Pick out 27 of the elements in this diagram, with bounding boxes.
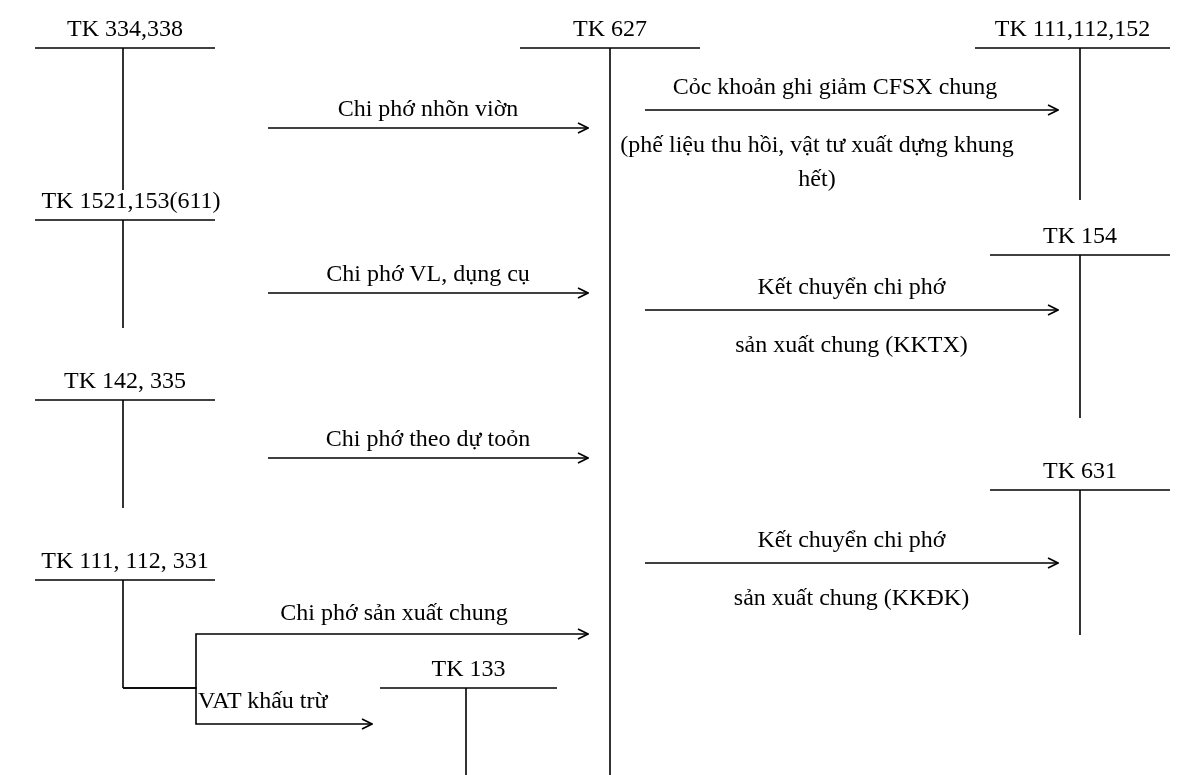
arrow	[267, 122, 589, 134]
account-title: TK 334,338	[66, 14, 184, 42]
arrow	[122, 687, 373, 730]
edge-label: VAT khấu trừ	[198, 686, 329, 714]
arrow	[267, 287, 589, 299]
edge-label: Chi phớ sản xuất chung	[279, 598, 509, 626]
note-text: sản xuất chung (KKĐK)	[732, 583, 971, 612]
edge-label: Kết chuyển chi phớ	[756, 525, 947, 553]
account-title: TK 111,112,152	[993, 14, 1152, 42]
arrow	[267, 452, 589, 464]
note-text: sản xuất chung (KKTX)	[734, 330, 969, 359]
arrow	[644, 304, 1059, 316]
account-title: TK 154	[1042, 221, 1118, 249]
edge-label: Chi phớ VL, dụng cụ	[325, 259, 531, 287]
account-title: TK 1521,153(611)	[40, 186, 222, 214]
arrow	[644, 557, 1059, 569]
edge-label: Chi phớ theo dự toỏn	[324, 424, 532, 452]
edge-label: Kết chuyển chi phớ	[756, 272, 947, 300]
edge-label: Cỏc khoản ghi giảm CFSX chung	[671, 72, 999, 100]
account-title: TK 142, 335	[63, 366, 187, 394]
edge-label: Chi phớ nhõn viờn	[336, 94, 520, 122]
note-text: (phế liệu thu hồi, vật tư xuất dựng khung hết)	[619, 130, 1015, 193]
account-title: TK 133	[430, 654, 507, 682]
account-title: TK 111, 112, 331	[40, 546, 210, 574]
account-title: TK 631	[1042, 456, 1118, 484]
account-title: TK 627	[572, 14, 648, 42]
arrow	[644, 104, 1059, 116]
